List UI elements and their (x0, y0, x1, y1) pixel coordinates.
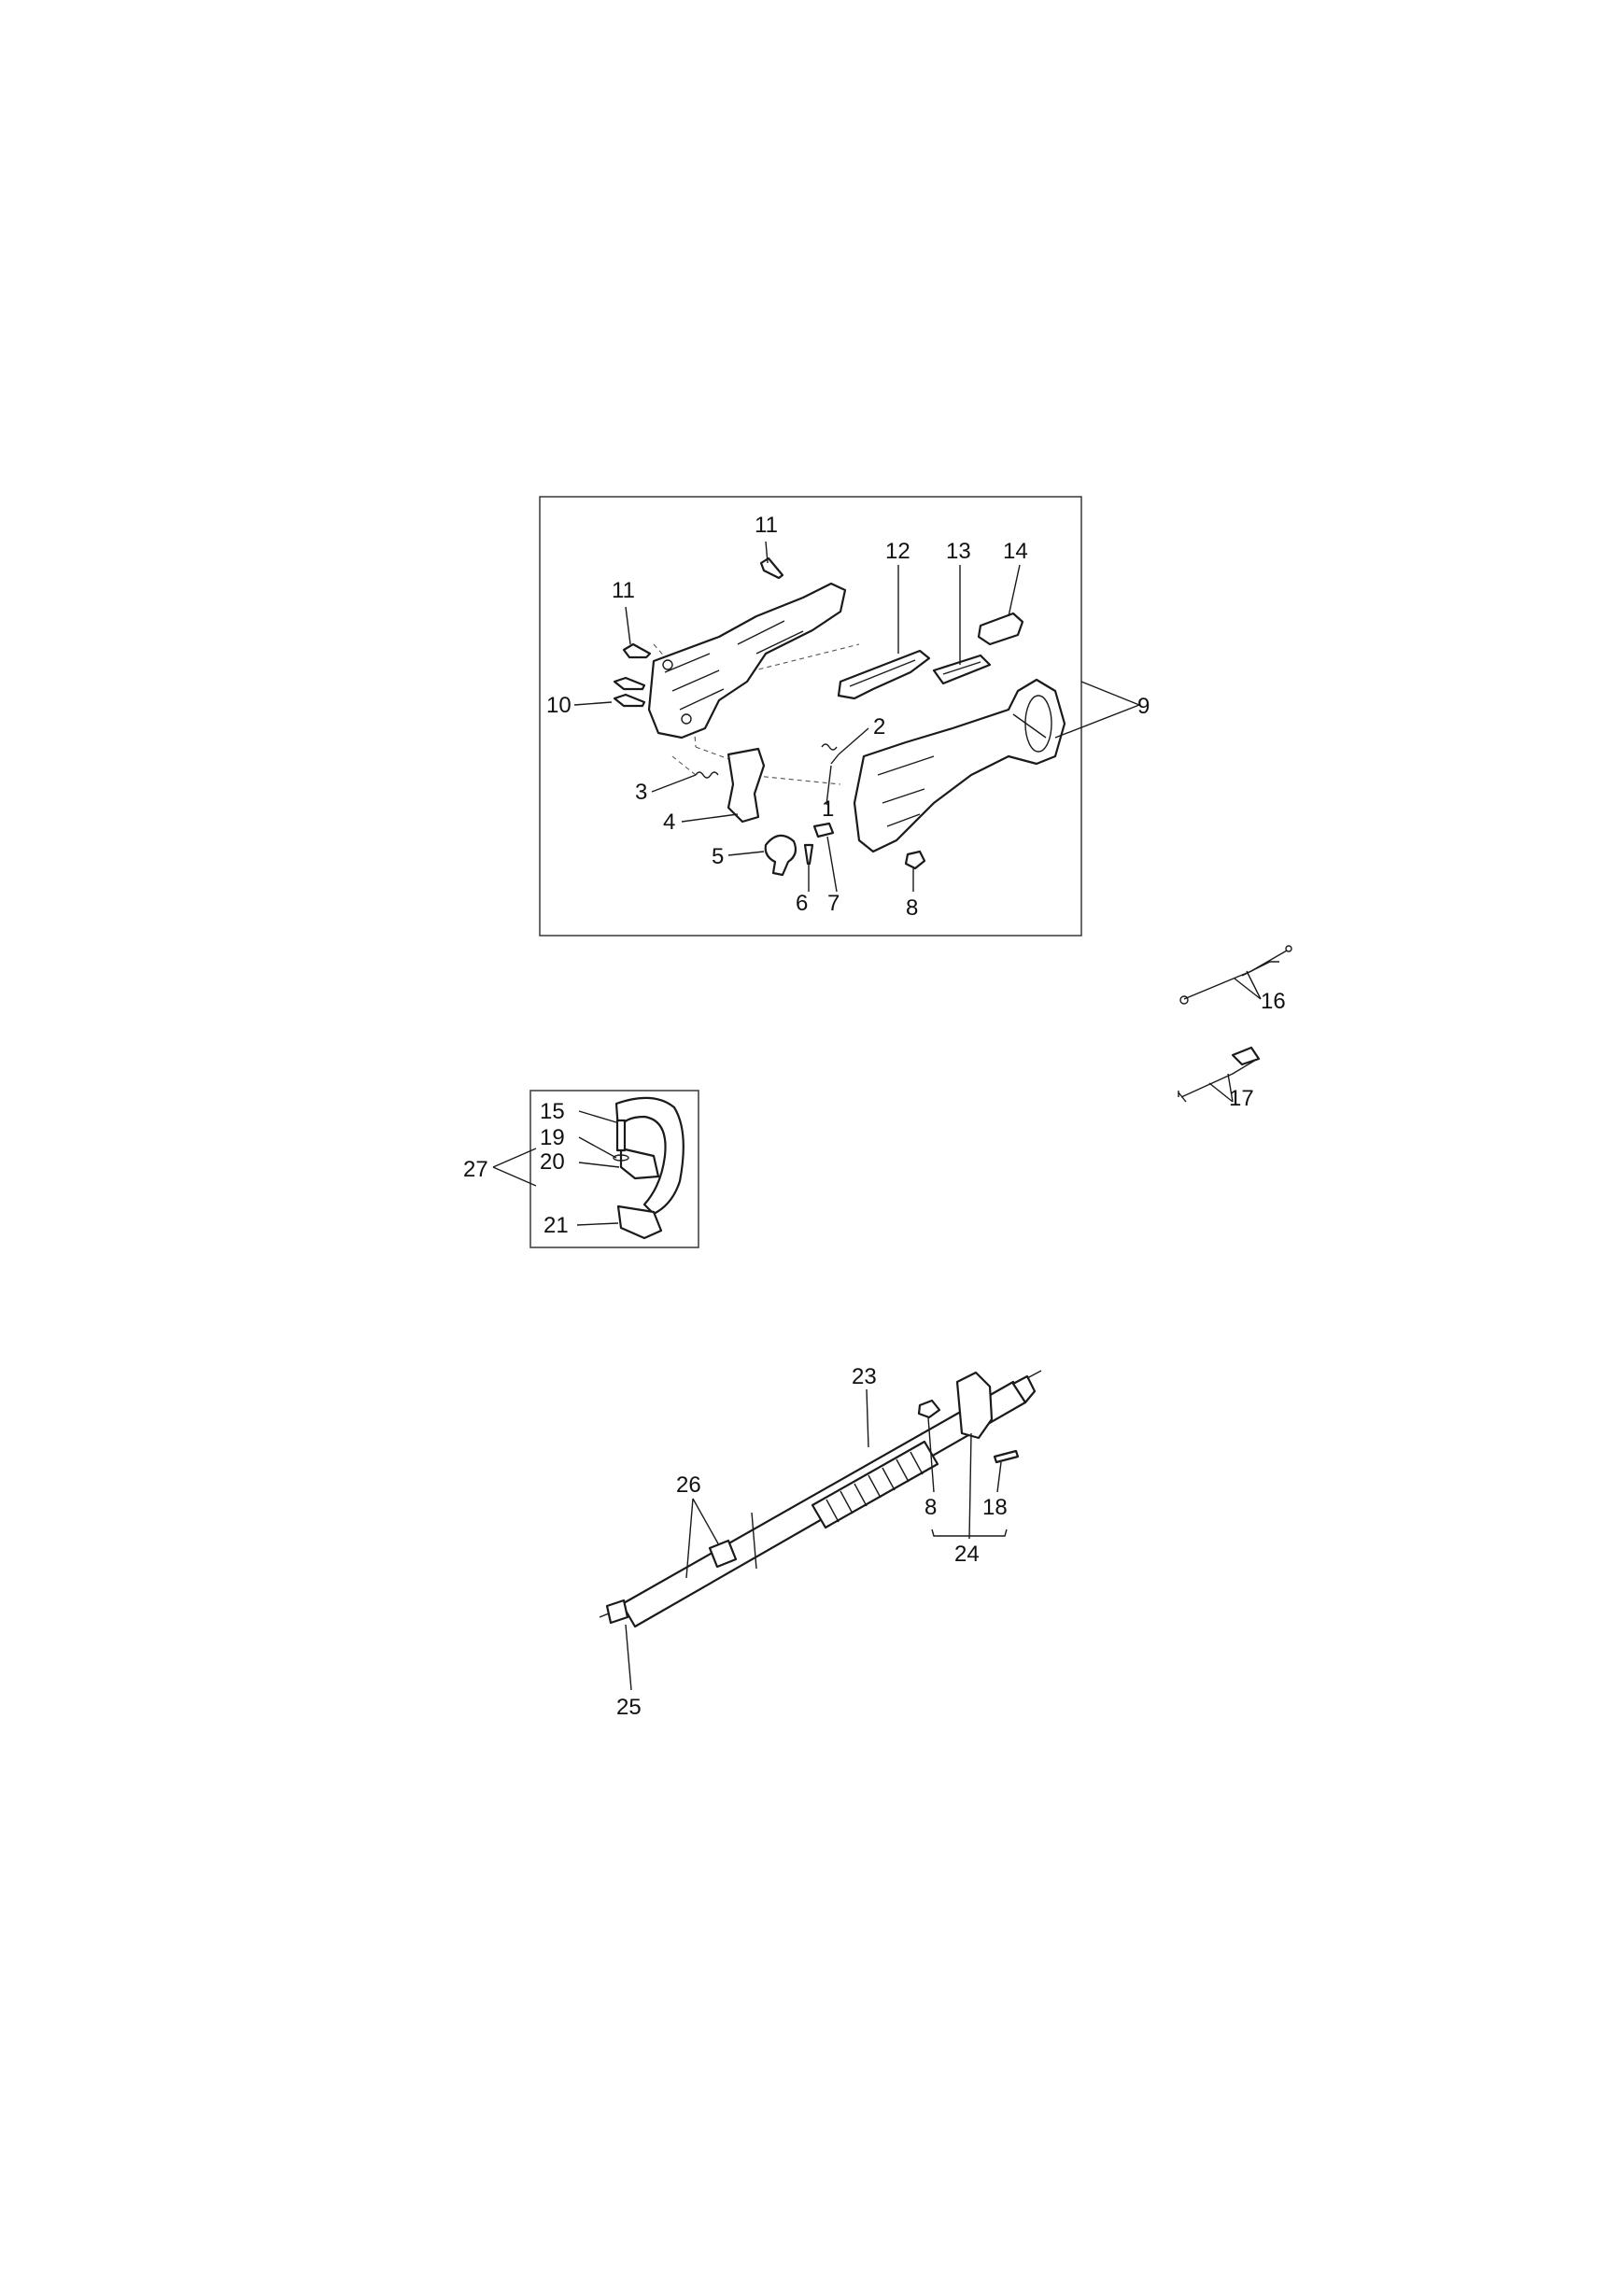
bracket-nut (917, 1399, 941, 1419)
leader-8-shaft (927, 1416, 935, 1493)
leader-10 (573, 701, 613, 706)
throttle-cable-sleeve (1241, 961, 1279, 977)
leader-16 (1234, 970, 1262, 1000)
callout-11-top: 11 (755, 513, 778, 538)
stop-wire-connector (1231, 1046, 1261, 1066)
screw (803, 843, 814, 866)
leader-7 (826, 836, 838, 893)
throttle-cable-group: 16 (1179, 945, 1292, 1014)
callout-17: 17 (1229, 1086, 1254, 1111)
handle-bracket (955, 1371, 994, 1440)
leader-19 (578, 1136, 617, 1159)
callout-25: 25 (616, 1695, 642, 1720)
loop-clamp-lower (616, 1204, 663, 1240)
callout-14: 14 (1003, 539, 1028, 564)
loop-handle-frame (529, 1090, 699, 1248)
callout-8-shaft: 8 (924, 1495, 937, 1520)
handle-half-left (647, 582, 847, 740)
leader-11-top (765, 541, 769, 564)
loop-handle-group: 15 19 20 27 21 (463, 1090, 699, 1248)
leader-4 (681, 813, 739, 823)
callout-24: 24 (954, 1542, 980, 1567)
callout-21: 21 (543, 1213, 569, 1238)
callout-3: 3 (635, 780, 647, 805)
leader-15 (578, 1110, 617, 1123)
shaft-tip (1026, 1370, 1042, 1379)
cable-end-right (1285, 945, 1292, 952)
callout-12: 12 (885, 539, 910, 564)
callout-26: 26 (676, 1472, 701, 1498)
loop-clamp-upper (619, 1147, 660, 1180)
leader-1 (826, 765, 832, 806)
leader-3 (651, 774, 697, 793)
callout-23: 23 (852, 1364, 877, 1389)
trigger-lever (837, 649, 931, 700)
callout-18: 18 (982, 1495, 1008, 1520)
shaft-clamp (708, 1539, 738, 1569)
leader-17 (1208, 1073, 1234, 1103)
spring (695, 771, 719, 779)
callout-8-handle: 8 (906, 895, 918, 921)
stop-wire (1180, 1059, 1257, 1098)
leader-5 (727, 851, 765, 856)
hex-nut (904, 850, 926, 870)
loop-washer (613, 1154, 629, 1162)
leader-14 (1008, 564, 1021, 617)
callout-6: 6 (796, 891, 808, 916)
callout-13: 13 (946, 539, 971, 564)
screws (613, 556, 784, 708)
stop-wire-hook (1178, 1091, 1187, 1103)
leader-25 (625, 1624, 632, 1691)
bracket-bolt (993, 1449, 1020, 1464)
leader-23 (866, 1388, 869, 1448)
callout-27: 27 (463, 1157, 488, 1182)
leader-26 (685, 1498, 720, 1579)
callout-4: 4 (663, 810, 675, 835)
callout-5: 5 (712, 844, 724, 869)
shaft-thread (599, 1613, 610, 1618)
leader-20 (578, 1162, 620, 1168)
leader-2 (838, 727, 869, 755)
leader-9 (1054, 681, 1140, 739)
clamp (764, 834, 797, 877)
handle-assembly-frame (539, 496, 1082, 937)
loop-bolt (615, 1119, 627, 1152)
spring-small (821, 743, 840, 765)
lock-plate (932, 654, 992, 685)
callout-15: 15 (540, 1099, 565, 1124)
leader-24 (968, 1432, 972, 1540)
leader-21 (576, 1222, 619, 1226)
cable-end (1179, 995, 1189, 1005)
callout-11-left: 11 (612, 578, 635, 603)
callout-19: 19 (540, 1125, 565, 1150)
callout-10: 10 (546, 693, 572, 718)
leader-27 (492, 1148, 537, 1187)
callout-2: 2 (873, 714, 885, 740)
callout-16: 16 (1261, 989, 1286, 1014)
leader-11-left (625, 606, 631, 645)
handle-assembly-group: 11 11 10 12 13 14 9 2 1 3 4 5 6 7 8 (539, 496, 1150, 937)
throttle-trigger (727, 747, 766, 824)
shaft-grip-sleeve (811, 1440, 939, 1529)
callout-7: 7 (827, 891, 840, 916)
handle-grip-right (853, 678, 1066, 853)
callout-1: 1 (822, 796, 834, 822)
callout-20: 20 (540, 1149, 565, 1175)
knurl-pattern (826, 1451, 924, 1523)
shaft-threaded-end (605, 1599, 629, 1625)
drive-shaft-group: 23 26 8 18 24 25 (599, 1364, 1042, 1720)
shaft-mark-line (751, 1512, 757, 1570)
leader-18 (996, 1461, 1002, 1493)
callout-9: 9 (1137, 694, 1150, 719)
shaft-end-fitting (1011, 1374, 1037, 1404)
stop-wire-group: 17 (1178, 1046, 1261, 1111)
nut (812, 822, 835, 838)
switch-cover (977, 612, 1024, 646)
